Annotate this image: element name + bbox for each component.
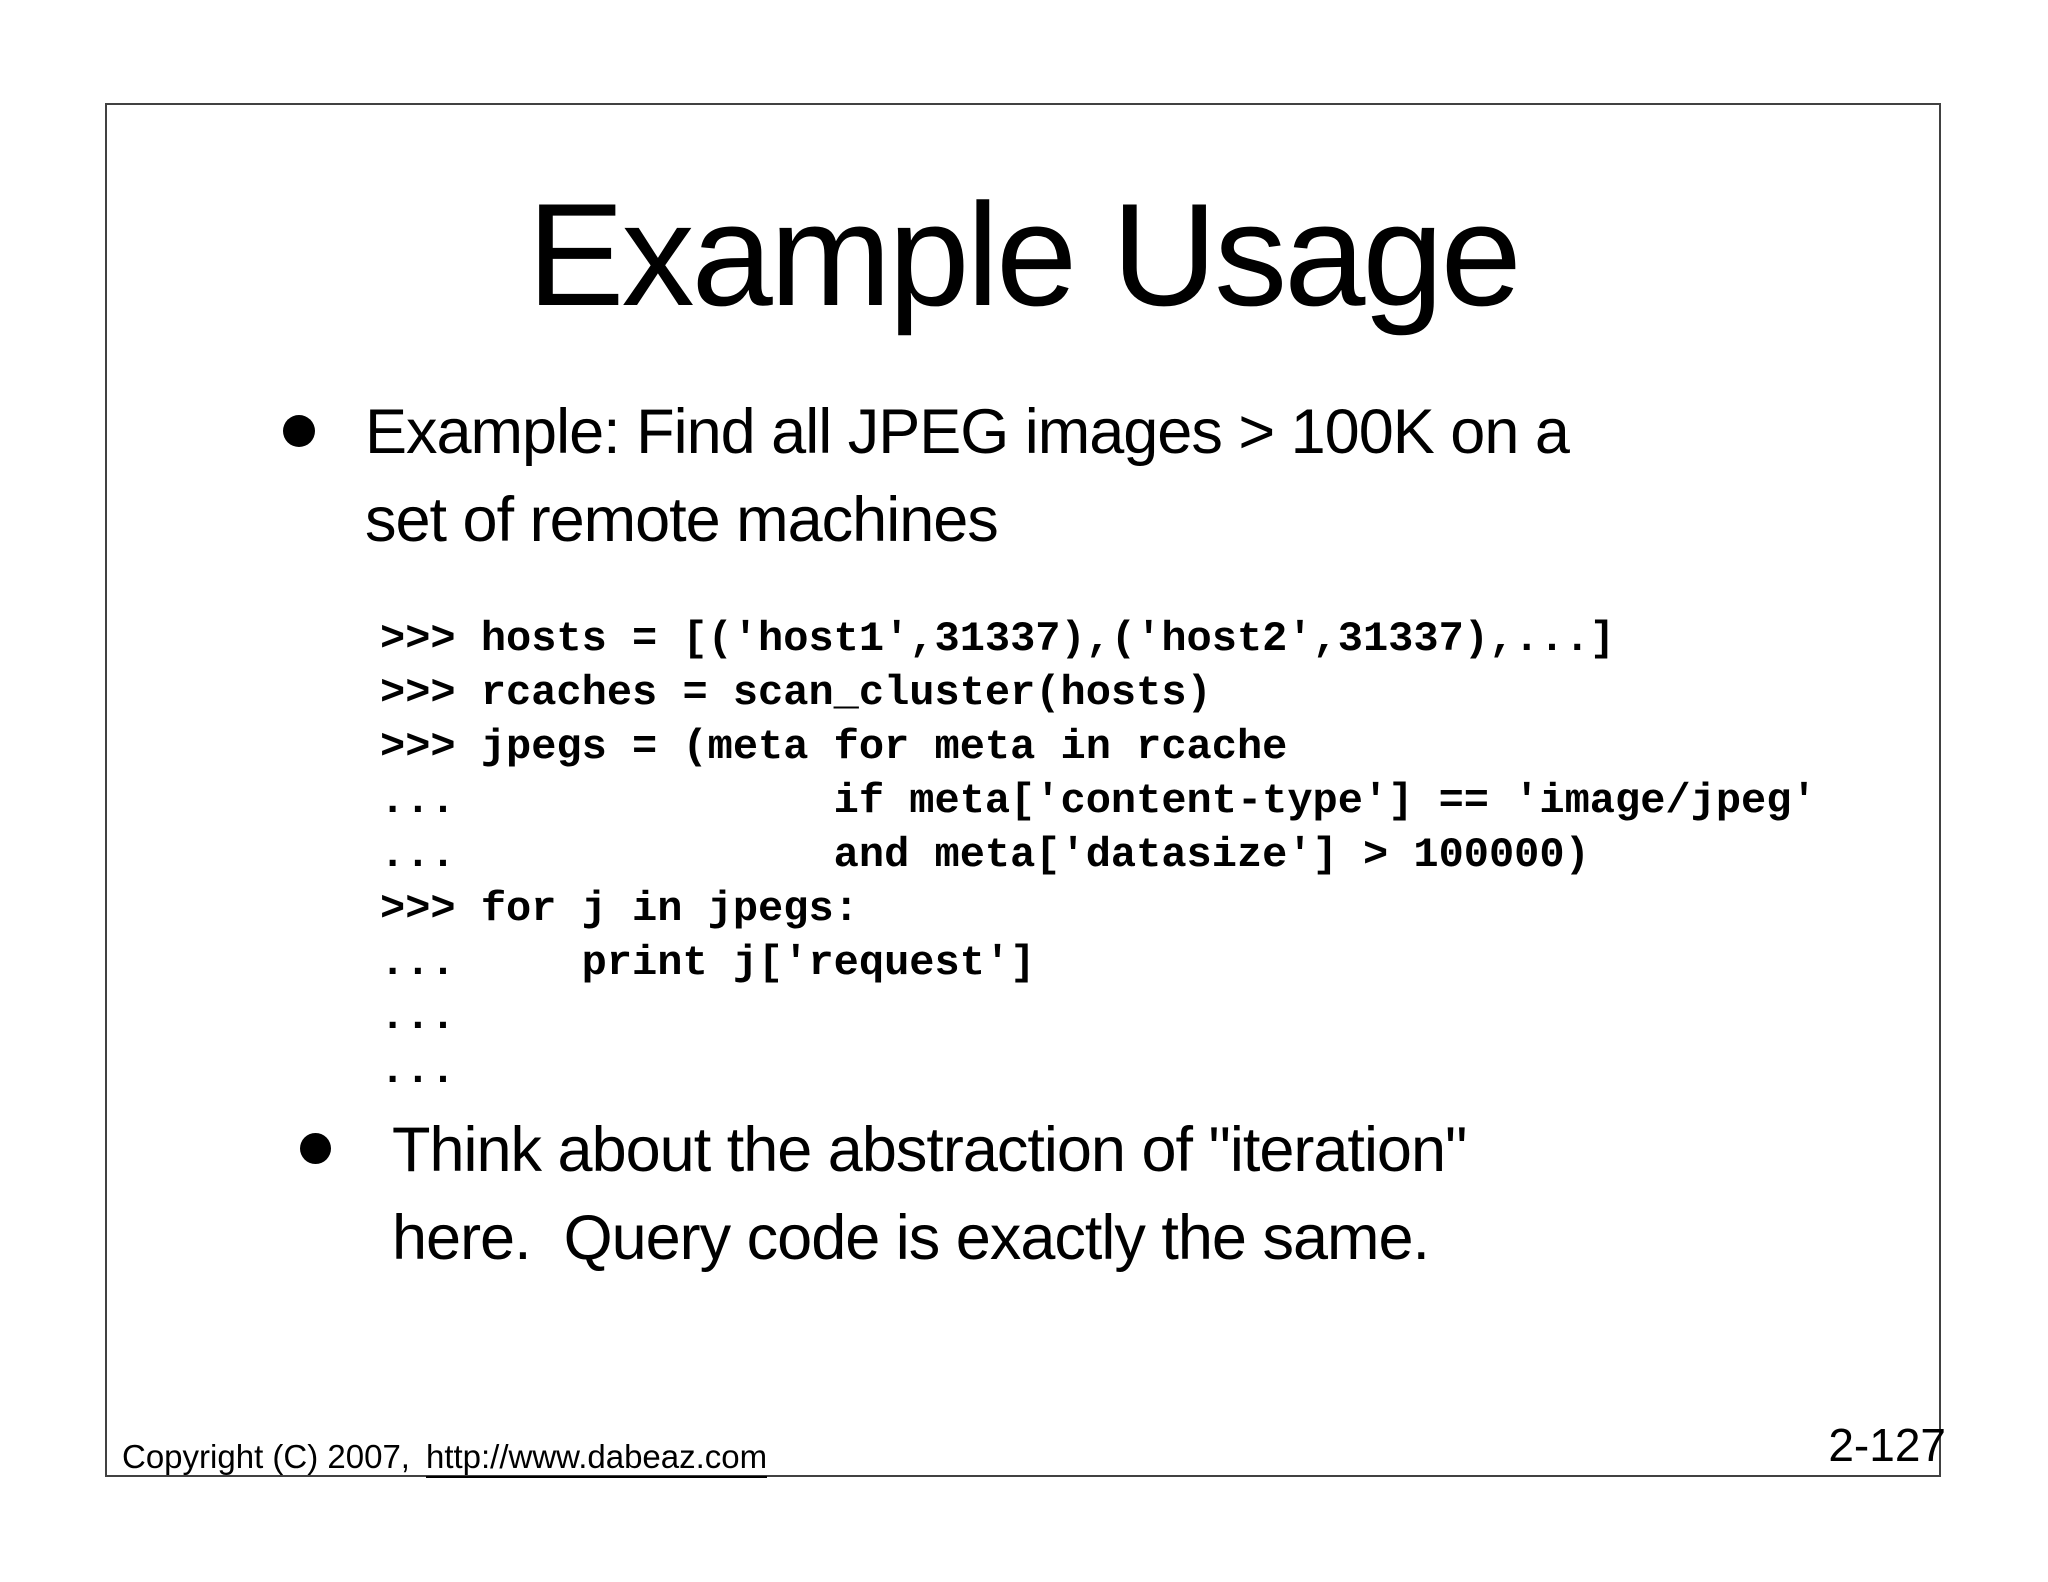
slide-title: Example Usage (527, 173, 1522, 336)
page-number: 2-127 (1828, 1419, 1946, 1471)
bullet-line: Example: Find all JPEG images > 100K on … (365, 397, 1570, 467)
bullet-icon (283, 415, 315, 447)
slide-border (105, 103, 1941, 1477)
bullet-line: Think about the abstraction of "iteratio… (392, 1115, 1467, 1185)
bullet-line: here. Query code is exactly the same. (392, 1203, 1430, 1273)
footer-link[interactable]: http://www.dabeaz.com (425, 1438, 768, 1478)
bullet-item-iteration: Think about the abstraction of "iteratio… (392, 1106, 1467, 1282)
footer: Copyright (C) 2007, http://www.dabeaz.com (122, 1437, 768, 1478)
bullet-icon (300, 1133, 331, 1164)
bullet-item-example: Example: Find all JPEG images > 100K on … (365, 388, 1570, 564)
bullet-line: set of remote machines (365, 485, 999, 555)
copyright-text: Copyright (C) 2007, (122, 1438, 410, 1475)
code-block: >>> hosts = [('host1',31337),('host2',31… (380, 615, 1817, 1095)
